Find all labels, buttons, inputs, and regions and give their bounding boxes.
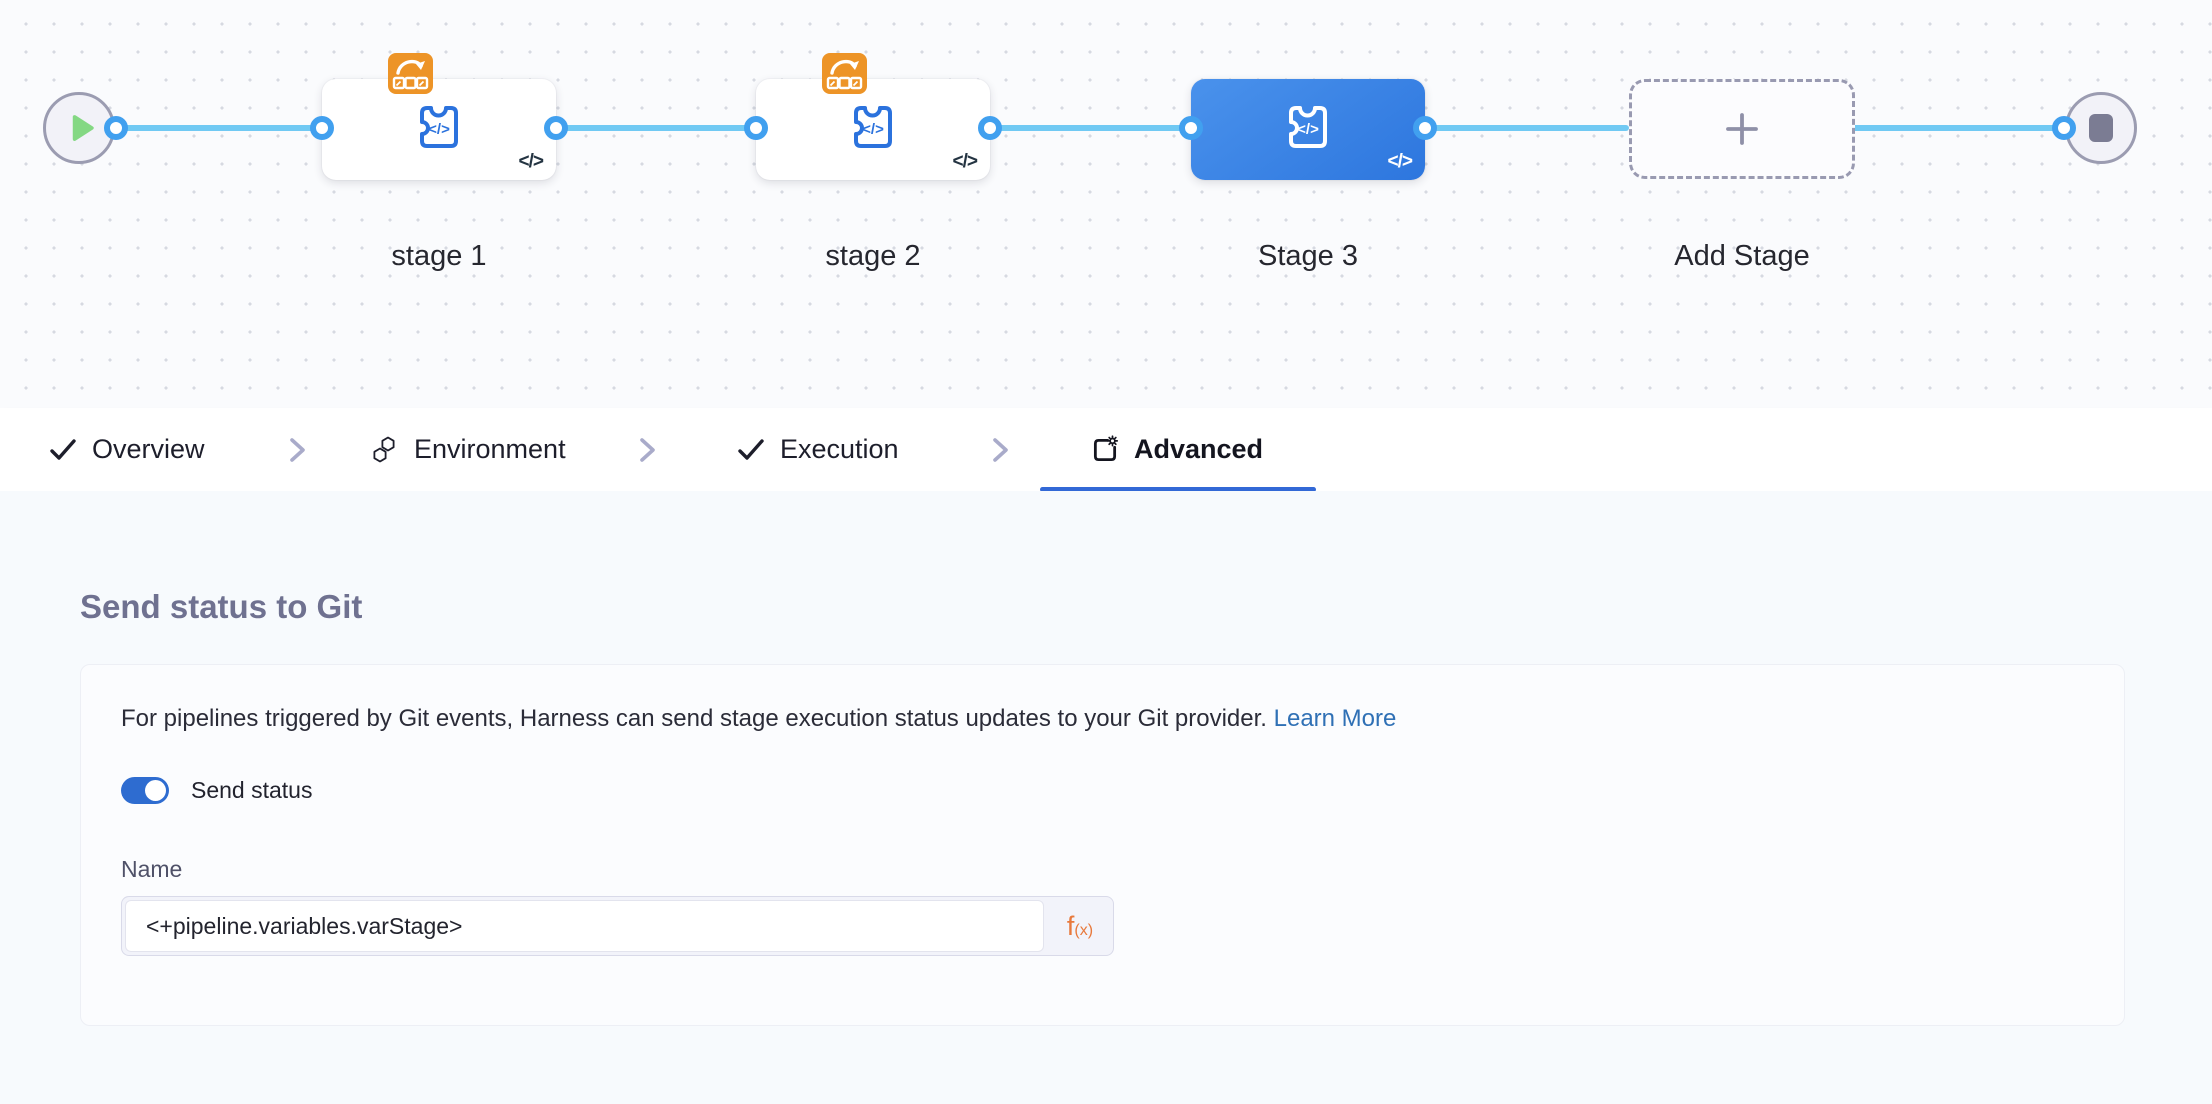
stop-icon <box>2086 112 2116 144</box>
add-stage-button[interactable] <box>1629 79 1855 179</box>
check-icon <box>48 436 78 464</box>
toggle-knob <box>145 780 166 801</box>
add-stage-label: Add Stage <box>1592 240 1892 273</box>
send-status-toggle-row: Send status <box>121 777 2084 804</box>
tab-label: Overview <box>92 434 205 465</box>
stage-label: stage 1 <box>289 240 589 273</box>
check-icon <box>736 436 766 464</box>
toggle-label: Send status <box>191 777 312 804</box>
tab-execution[interactable]: Execution <box>736 408 899 491</box>
hexagons-icon <box>368 434 400 466</box>
custom-stage-template-icon: </> <box>414 101 464 158</box>
custom-stage-template-icon: </> <box>848 101 898 158</box>
connector-line <box>1425 125 1629 131</box>
name-input-group: f (x) <box>121 896 1114 956</box>
fx-f: f <box>1067 911 1075 942</box>
plus-icon <box>1719 106 1765 152</box>
name-input[interactable] <box>125 900 1044 952</box>
send-status-card: For pipelines triggered by Git events, H… <box>80 664 2125 1026</box>
advanced-settings-icon <box>1090 435 1120 465</box>
connector-port[interactable] <box>104 116 128 140</box>
chevron-right-icon <box>989 434 1011 471</box>
stage-node-1[interactable]: </> </> <box>322 79 556 180</box>
yaml-code-indicator: </> <box>953 151 977 173</box>
rolling-deploy-badge-icon <box>822 53 867 94</box>
yaml-code-indicator: </> <box>1388 151 1412 173</box>
tab-label: Environment <box>414 434 566 465</box>
advanced-panel: Send status to Git For pipelines trigger… <box>0 491 2212 1104</box>
tab-overview[interactable]: Overview <box>48 408 205 491</box>
stage-label: Stage 3 <box>1158 240 1458 273</box>
learn-more-link[interactable]: Learn More <box>1274 705 1397 732</box>
connector-line <box>115 125 322 131</box>
connector-port[interactable] <box>544 116 568 140</box>
stage-node-2[interactable]: </> </> <box>756 79 990 180</box>
svg-text:</>: </> <box>428 121 450 138</box>
rolling-deploy-badge-icon <box>388 53 433 94</box>
send-status-toggle[interactable] <box>121 777 169 804</box>
chevron-right-icon <box>636 434 658 471</box>
stage-label: stage 2 <box>723 240 1023 273</box>
yaml-code-indicator: </> <box>519 151 543 173</box>
description-text: For pipelines triggered by Git events, H… <box>121 705 2084 733</box>
custom-stage-template-icon: </> <box>1283 101 1333 158</box>
tab-advanced[interactable]: Advanced <box>1090 408 1263 491</box>
connector-port[interactable] <box>1179 116 1203 140</box>
pipeline-canvas: </> </> </> </> <box>0 0 2212 409</box>
connector-port[interactable] <box>978 116 1002 140</box>
svg-text:</>: </> <box>1297 121 1319 138</box>
play-icon <box>67 112 97 144</box>
tab-label: Advanced <box>1134 434 1263 465</box>
connector-line <box>556 125 756 131</box>
stage-config-tabbar: Overview Environment Execution <box>0 408 2212 492</box>
expression-fx-button[interactable]: f (x) <box>1047 897 1113 955</box>
name-field-label: Name <box>121 856 2084 883</box>
connector-line <box>1852 125 2066 131</box>
svg-text:</>: </> <box>862 121 884 138</box>
tab-label: Execution <box>780 434 899 465</box>
section-heading: Send status to Git <box>80 588 362 626</box>
connector-port[interactable] <box>2052 116 2076 140</box>
fx-sub: (x) <box>1074 922 1093 940</box>
chevron-right-icon <box>286 434 308 471</box>
connector-port[interactable] <box>310 116 334 140</box>
connector-port[interactable] <box>744 116 768 140</box>
tab-environment[interactable]: Environment <box>368 408 566 491</box>
connector-port[interactable] <box>1413 116 1437 140</box>
stage-node-3-selected[interactable]: </> </> <box>1191 79 1425 180</box>
connector-line <box>990 125 1191 131</box>
